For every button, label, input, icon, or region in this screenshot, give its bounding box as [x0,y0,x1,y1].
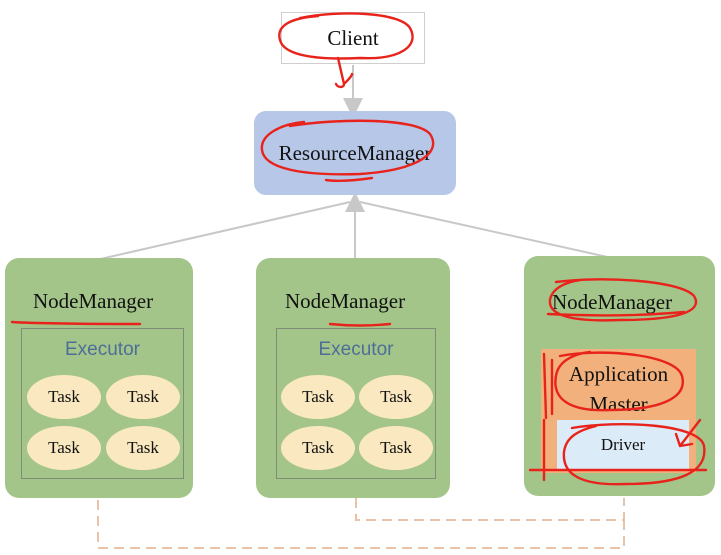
task-1-3: Task [27,426,101,470]
task-2-4: Task [359,426,433,470]
resource-manager-box: ResourceManager [254,111,456,195]
executor-2: Executor Task Task Task Task [276,328,436,479]
resource-manager-label: ResourceManager [278,140,432,165]
node-manager-3-title: NodeManager [552,290,673,314]
nm1-to-rm-line [95,201,351,261]
task-2-1: Task [281,375,355,419]
node-manager-1-title: NodeManager [33,289,154,313]
driver-label: Driver [600,435,646,454]
task-2-2: Task [359,375,433,419]
executor-1-label: Executor [65,339,140,360]
node-manager-2-title: NodeManager [285,289,406,313]
client-box: Client [281,12,425,64]
task-1-2: Task [106,375,180,419]
driver-to-executor1-dashed-link [97,500,625,549]
executor-1: Executor Task Task Task Task [21,328,184,479]
task-2-3: Task [281,426,355,470]
client-label: Client [327,25,379,50]
driver-to-executor2-dashed-link [355,498,625,521]
nm3-to-rm-line [359,201,613,259]
node-manager-2: NodeManager Executor Task Task Task Task [256,258,450,498]
application-master-label: Application Master [568,362,669,416]
executor-2-label: Executor [318,339,394,360]
node-manager-1: NodeManager Executor Task Task Task Task [5,258,193,498]
task-1-4: Task [106,426,180,470]
driver-box: Driver [557,420,689,470]
task-1-1: Task [27,375,101,419]
